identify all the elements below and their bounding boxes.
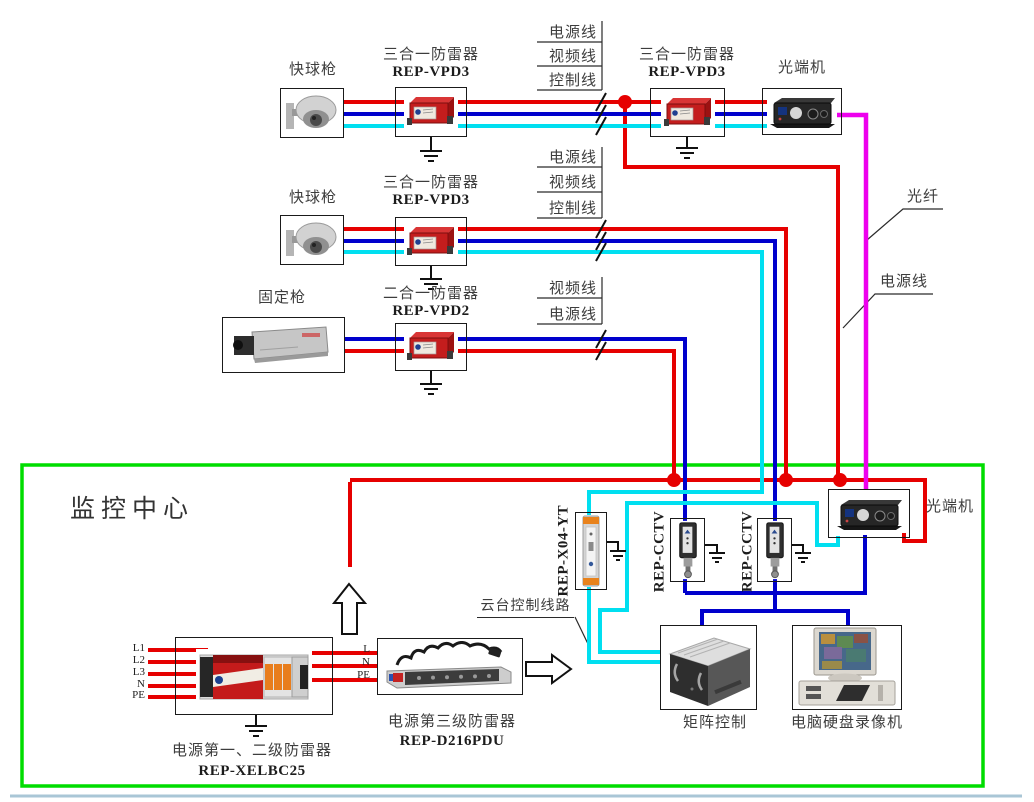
- output-terminal-PE: PE: [357, 669, 370, 681]
- stage12-spd-title: 电源第一、二级防雷器: [171, 743, 332, 759]
- fixed-camera: [222, 317, 345, 373]
- output-terminal-N: N: [362, 656, 370, 668]
- junction-dots: [618, 95, 847, 487]
- cable-label-video-2: 视频线: [548, 175, 597, 191]
- optical-transceiver-top: [762, 88, 842, 135]
- optical-transceiver-center: [828, 489, 910, 538]
- optical-transceiver-image: [767, 93, 837, 130]
- cable-label-video-3: 视频线: [548, 281, 597, 297]
- input-terminal-PE: PE: [132, 689, 145, 701]
- red-spd-image: [404, 223, 458, 260]
- spd-model-headend: REP-VPD3: [648, 64, 726, 80]
- spd-title-headend: 三合一防雷器: [638, 47, 735, 63]
- stage3-spd-title: 电源第三级防雷器: [387, 714, 516, 730]
- camera-label-3: 固定枪: [257, 290, 306, 306]
- stage12-spd-model: REP-XELBC25: [198, 763, 306, 779]
- spd-cctv-2: [757, 518, 792, 582]
- stage3-spd-model: REP-D216PDU: [399, 733, 505, 749]
- pc-dvr: [792, 625, 902, 710]
- cable-label-power-2: 电源线: [548, 150, 597, 166]
- input-terminal-N: N: [137, 678, 145, 690]
- optical-top-label: 光端机: [777, 60, 826, 76]
- spd-title-1: 三合一防雷器: [382, 47, 479, 63]
- input-terminal-L1: L1: [132, 642, 145, 654]
- optical-center-label: 光端机: [926, 499, 975, 515]
- matrix-chassis-image: [668, 637, 752, 706]
- matrix-label: 矩阵控制: [682, 715, 747, 731]
- spd-model-2: REP-VPD3: [392, 192, 470, 208]
- speed-dome-camera-1: [280, 88, 344, 138]
- spd-title-3: 二合一防雷器: [382, 286, 479, 302]
- din-spd-image: [196, 649, 312, 703]
- spd-cctv-1: [670, 518, 705, 582]
- flow-arrows: [331, 582, 573, 685]
- dome-camera-image: [284, 92, 340, 134]
- red-spd-image: [660, 94, 715, 131]
- spd-model-3: REP-VPD2: [392, 303, 470, 319]
- callout-lines: [537, 21, 943, 647]
- ptz-spd-image: [580, 515, 602, 587]
- spd-power-stage12: [175, 637, 333, 715]
- cctv-spd-image: [763, 520, 786, 580]
- spd-model-1: REP-VPD3: [392, 64, 470, 80]
- output-terminal-L: L: [363, 643, 370, 655]
- red-spd-image: [404, 329, 458, 365]
- dome-camera-image: [284, 219, 340, 261]
- spd-vpd2-row3: [395, 323, 467, 371]
- cable-label-power-1: 电源线: [548, 25, 597, 41]
- spd-vpd3-row2: [395, 217, 467, 266]
- fiber-wire: [834, 112, 869, 489]
- ptz-spd-label: REP-X04-YT: [555, 504, 572, 597]
- spd-ptz-x04: [575, 512, 607, 590]
- right-arrow-icon: [525, 653, 573, 685]
- spd-title-2: 三合一防雷器: [382, 175, 479, 191]
- cable-label-video-1: 视频线: [548, 49, 597, 65]
- camera-label-2: 快球枪: [288, 190, 337, 206]
- ptz-control-label: 云台控制线路: [477, 599, 574, 618]
- pdu-image: [383, 640, 517, 691]
- cable-label-control-1: 控制线: [548, 73, 597, 89]
- cable-break-marks: [595, 92, 607, 361]
- spd-vpd3-headend: [650, 88, 725, 137]
- matrix-controller: [660, 625, 757, 710]
- cable-label-control-2: 控制线: [548, 201, 597, 217]
- up-arrow-icon: [331, 582, 368, 635]
- cable-label-power-3: 电源线: [548, 307, 597, 323]
- spd-power-stage3-pdu: [377, 638, 523, 695]
- dvr-label: 电脑硬盘录像机: [790, 715, 903, 731]
- cctv-spd-label-2: REP-CCTV: [739, 510, 756, 593]
- power-line-label: 电源线: [879, 274, 928, 290]
- camera-label-1: 快球枪: [288, 62, 337, 78]
- monitoring-center-title: 监控中心: [70, 496, 195, 523]
- pc-dvr-image: [798, 627, 896, 706]
- input-terminal-L2: L2: [132, 654, 145, 666]
- fiber-label: 光纤: [906, 189, 939, 205]
- ground-symbols: [245, 137, 811, 737]
- optical-transceiver-image: [834, 495, 904, 532]
- red-spd-image: [404, 94, 458, 130]
- box-camera-image: [226, 321, 341, 369]
- monitoring-center-boundary: [20, 463, 985, 788]
- spd-vpd3-row1: [395, 87, 467, 137]
- cctv-spd-label-1: REP-CCTV: [651, 510, 668, 593]
- input-terminal-L3: L3: [132, 666, 145, 678]
- speed-dome-camera-2: [280, 215, 344, 265]
- cctv-spd-image: [676, 520, 699, 580]
